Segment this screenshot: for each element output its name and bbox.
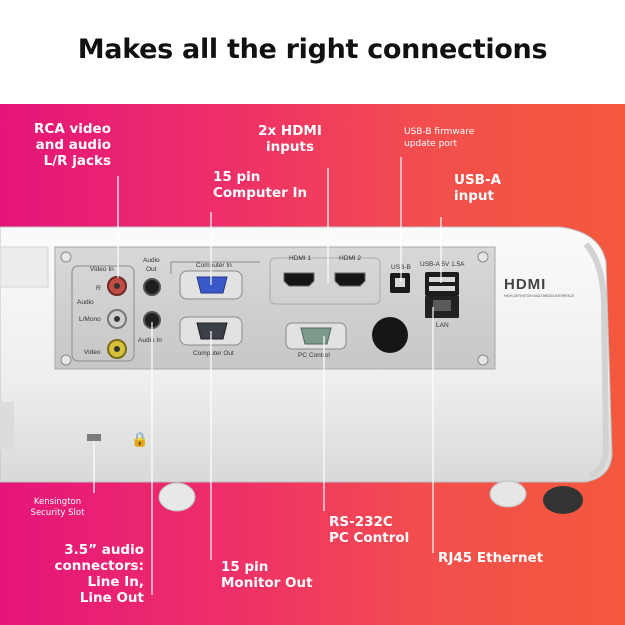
foot-right [543, 486, 583, 514]
label-hdmi1: HDMI 1 [289, 255, 311, 262]
callout-computer-in: 15 pin Computer In [213, 169, 308, 201]
callout-monitor-out: 15 pin Monitor Out [221, 559, 313, 591]
label-video-in: Video In [90, 266, 114, 273]
left-upper-panel [0, 246, 49, 288]
screw-icon [477, 251, 489, 263]
screw-icon [60, 354, 72, 366]
callout-rca: RCA video and audio L/R jacks [34, 121, 111, 169]
left-edge-panel [0, 402, 14, 450]
callout-usb-a: USB-A input [454, 172, 502, 204]
callout-audio: 3.5” audio connectors: Line In, Line Out [54, 542, 144, 606]
hdmi-logo: HDMI [504, 276, 546, 293]
foot-left [158, 482, 196, 512]
label-audio-out-1: Audio [143, 257, 160, 264]
kensington-slot [87, 434, 101, 441]
callout-hdmi: 2x HDMI inputs [258, 123, 322, 155]
hdmi-tagline: HIGH-DEFINITION MULTIMEDIA INTERFACE [504, 294, 575, 298]
label-r: R [96, 285, 101, 292]
label-audio-out-2: Out [146, 266, 157, 273]
headline: Makes all the right connections [77, 34, 548, 65]
connector-panel [54, 246, 496, 370]
label-computer-in: Computer In [196, 262, 232, 269]
projector-side-ribs [583, 242, 610, 479]
label-hdmi2: HDMI 2 [339, 255, 361, 262]
hdmi2-port [334, 272, 366, 287]
round-port [372, 317, 408, 353]
lock-icon: 🔒 [131, 431, 148, 448]
callout-kensington: Kensington Security Slot [30, 497, 85, 519]
label-lan: LAN [436, 322, 449, 329]
screw-icon [477, 354, 489, 366]
audio-out-jack [143, 278, 161, 296]
callout-rs232: RS-232C PC Control [329, 514, 410, 546]
label-pc-control: PC Control [298, 352, 330, 359]
label-audio-in: Audio In [138, 337, 162, 344]
label-l-mono: L/Mono [79, 316, 101, 323]
label-usb-a: USB-A 5V 1.5A [420, 261, 465, 268]
callout-rj45: RJ45 Ethernet [438, 550, 544, 566]
foot-center [489, 480, 527, 508]
label-video: Video [84, 349, 101, 356]
rca-jacks [107, 276, 127, 359]
hdmi1-port [283, 272, 315, 287]
usb-a-port [425, 272, 459, 296]
screw-icon [60, 251, 72, 263]
callout-usb-b: USB-B firmware update port [404, 127, 475, 149]
rca-group-box [71, 265, 135, 362]
label-audio: Audio [77, 299, 94, 306]
hdmi-group-box [269, 257, 381, 305]
label-computer-out: Computer Out [193, 350, 234, 357]
